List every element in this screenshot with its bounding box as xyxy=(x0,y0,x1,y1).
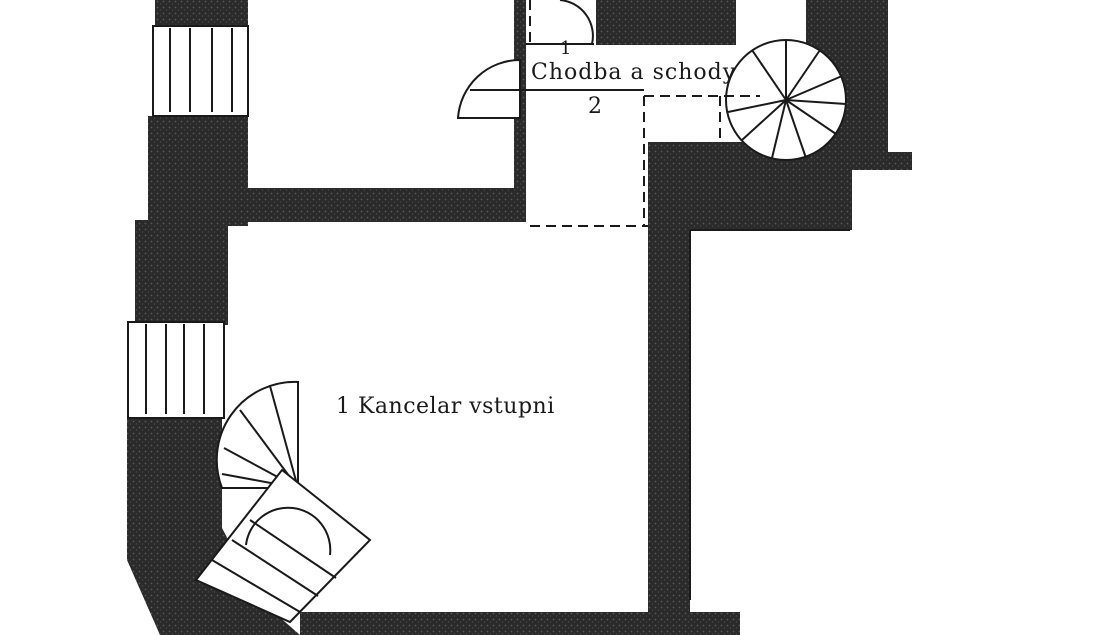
top-door xyxy=(526,0,594,45)
stair-bottom-left xyxy=(194,468,372,624)
right-room-outline xyxy=(689,229,850,600)
wall-stair-base xyxy=(648,142,852,230)
wall-right-vertical xyxy=(648,220,690,635)
dashed-outlines xyxy=(529,0,760,227)
wall-left-mid xyxy=(135,220,228,325)
spiral-stair-right xyxy=(725,39,847,161)
wall-corridor-top xyxy=(596,0,736,45)
office-label: 1 Kancelar vstupni xyxy=(336,394,555,419)
corridor-label: Chodba a schody xyxy=(531,60,737,85)
corridor-door xyxy=(456,58,644,119)
wall-right-lip xyxy=(880,152,912,170)
wall-mid-horizontal xyxy=(228,188,526,222)
wall-left-lower xyxy=(127,418,222,528)
walls xyxy=(127,0,912,635)
window-upper-left xyxy=(152,25,249,117)
wall-bottom xyxy=(300,612,740,635)
corridor-door-mark: 1 xyxy=(560,38,572,59)
window-lower-left xyxy=(127,321,225,419)
corridor-number: 2 xyxy=(588,94,602,119)
wall-top-left xyxy=(155,0,248,26)
